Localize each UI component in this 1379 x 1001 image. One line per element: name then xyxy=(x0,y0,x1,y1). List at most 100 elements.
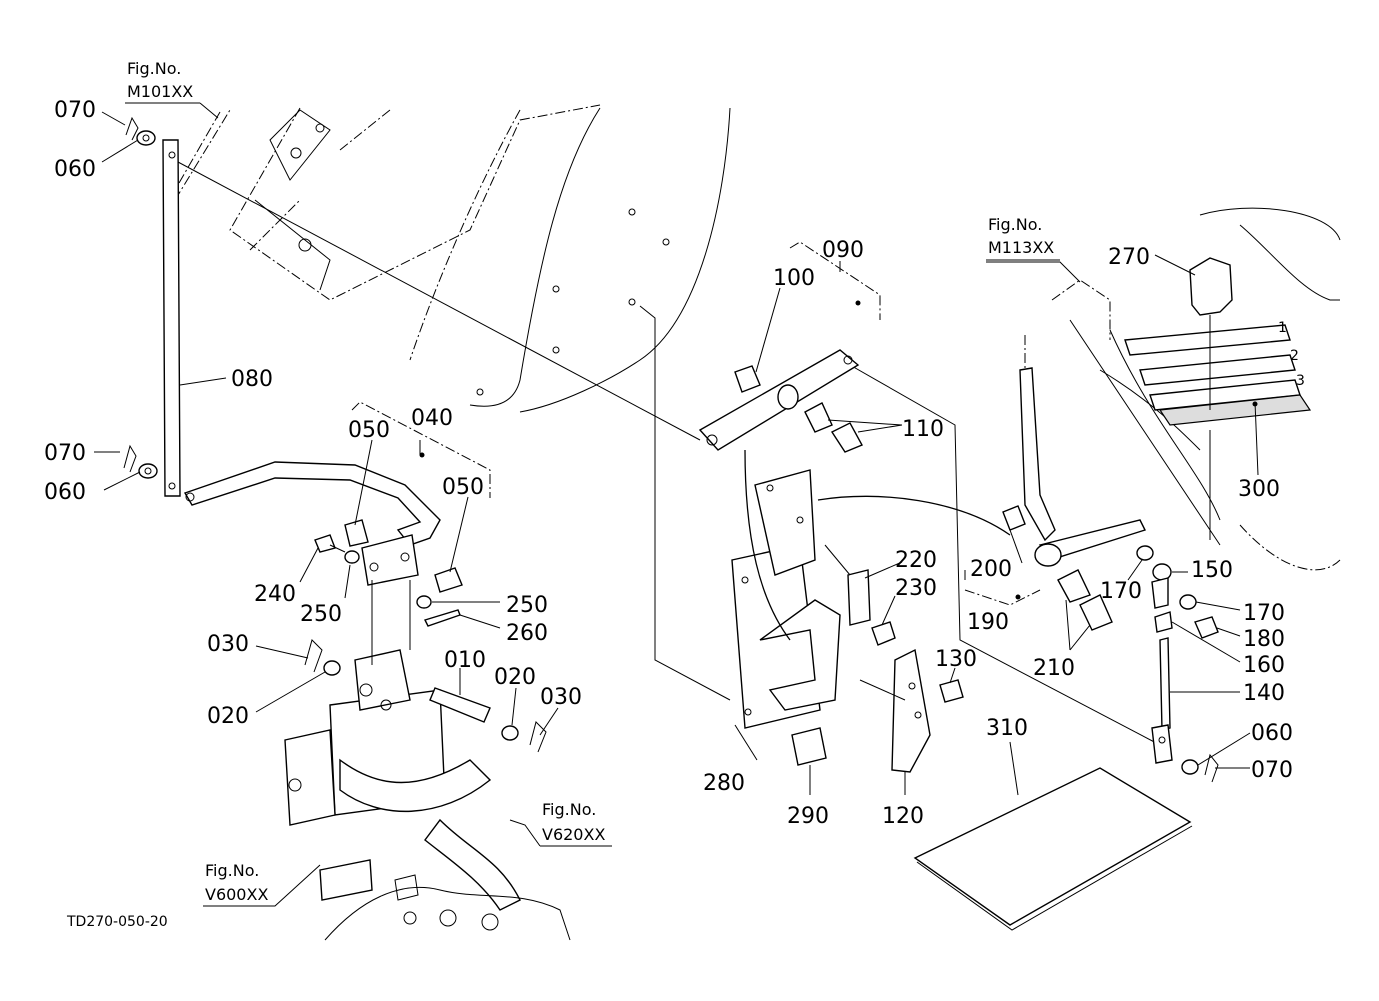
joint-150 xyxy=(1151,563,1172,609)
bracket-280 xyxy=(731,469,841,729)
bushing-210 xyxy=(1057,569,1113,631)
label-290: 290 xyxy=(787,804,829,829)
figref-m113-line1: Fig.No. xyxy=(988,215,1042,234)
label-020-left: 020 xyxy=(207,704,249,729)
washer-020-left xyxy=(323,660,341,676)
lever-040 xyxy=(183,461,441,546)
gear-mark-2: 2 xyxy=(1290,348,1299,364)
figref-m101: Fig.No. M101XX xyxy=(125,59,200,104)
washer-060-top xyxy=(136,130,156,146)
label-060-top: 060 xyxy=(54,157,96,182)
console-outline xyxy=(1051,207,1341,571)
label-200: 200 xyxy=(970,557,1012,582)
label-010: 010 xyxy=(444,648,486,673)
washer-020-right xyxy=(501,725,519,741)
figref-m101-line1: Fig.No. xyxy=(127,59,181,78)
knob-270 xyxy=(1189,257,1233,540)
bolt-240 xyxy=(314,534,346,553)
bolt-230 xyxy=(871,621,896,646)
gear-plate-300: 1 2 3 xyxy=(1124,320,1312,426)
label-310: 310 xyxy=(986,716,1028,741)
pin-030-right xyxy=(529,721,547,753)
leader-lines xyxy=(174,102,1161,746)
valve-assembly xyxy=(284,649,571,941)
plate-120 xyxy=(859,648,931,773)
gear-mark-1: 1 xyxy=(1278,320,1287,336)
valve-link-rods xyxy=(371,580,411,665)
label-040: 040 xyxy=(411,406,453,431)
label-250-right: 250 xyxy=(506,593,548,618)
pin-030-left xyxy=(304,639,323,673)
washer-060-bottom xyxy=(138,463,158,479)
label-220: 220 xyxy=(895,548,937,573)
label-060-right: 060 xyxy=(1251,721,1293,746)
label-060-bottom: 060 xyxy=(44,480,86,505)
rod-080 xyxy=(162,139,181,497)
label-300: 300 xyxy=(1238,477,1280,502)
figref-v600-line1: Fig.No. xyxy=(205,861,259,880)
label-070-bottom: 070 xyxy=(44,441,86,466)
pin-010 xyxy=(429,687,491,723)
washer-060-right xyxy=(1181,759,1199,775)
assembly-dots xyxy=(419,300,1258,600)
pin-070-right xyxy=(1204,753,1219,783)
diagram-code: TD270-050-20 xyxy=(66,914,168,930)
washer-170-left xyxy=(1136,545,1154,561)
label-150: 150 xyxy=(1191,558,1233,583)
washer-170-right xyxy=(1179,594,1197,610)
rod-140 xyxy=(1151,637,1173,764)
figref-v600: Fig.No. V600XX xyxy=(205,861,268,904)
bushing-050-left xyxy=(344,519,369,547)
label-250-left: 250 xyxy=(300,602,342,627)
figref-m113-line2: M113XX xyxy=(988,238,1054,257)
label-080: 080 xyxy=(231,367,273,392)
label-070-right: 070 xyxy=(1251,758,1293,783)
part-labels: 070 060 080 070 060 050 040 050 240 250 … xyxy=(44,98,1293,829)
bushing-110 xyxy=(777,384,863,453)
washer-250-right xyxy=(416,595,432,609)
label-110: 110 xyxy=(902,417,944,442)
washer-250-left xyxy=(344,550,360,564)
bolt-130 xyxy=(939,679,964,703)
label-210: 210 xyxy=(1033,656,1075,681)
fender-outline xyxy=(174,104,731,413)
label-240: 240 xyxy=(254,582,296,607)
label-270: 270 xyxy=(1108,245,1150,270)
pin-070-bottom xyxy=(123,444,137,473)
label-030-left: 030 xyxy=(207,632,249,657)
bolt-290 xyxy=(791,727,827,766)
pin-070-top xyxy=(125,116,139,141)
figref-v620: Fig.No. V620XX xyxy=(542,800,605,844)
label-280: 280 xyxy=(703,771,745,796)
label-leaders xyxy=(94,111,1259,907)
bushing-050-right xyxy=(434,567,463,593)
label-130: 130 xyxy=(935,647,977,672)
label-260: 260 xyxy=(506,621,548,646)
label-050-left: 050 xyxy=(348,418,390,443)
plate-220 xyxy=(824,544,871,626)
label-090: 090 xyxy=(822,238,864,263)
label-100: 100 xyxy=(773,266,815,291)
label-160: 160 xyxy=(1243,653,1285,678)
label-170-left: 170 xyxy=(1100,579,1142,604)
label-230: 230 xyxy=(895,576,937,601)
pin-260 xyxy=(424,609,461,627)
pin-100 xyxy=(734,365,761,393)
shift-lever xyxy=(1019,335,1146,567)
figref-v600-line2: V600XX xyxy=(205,885,268,904)
bracket-lever-040 xyxy=(361,534,419,586)
label-050-right: 050 xyxy=(442,475,484,500)
label-190: 190 xyxy=(967,610,1009,635)
label-070-top: 070 xyxy=(54,98,96,123)
label-030-right: 030 xyxy=(540,685,582,710)
nut-160 xyxy=(1154,611,1173,633)
cable xyxy=(744,449,1011,641)
figref-v620-line2: V620XX xyxy=(542,825,605,844)
manual-310 xyxy=(913,767,1193,931)
label-140: 140 xyxy=(1243,681,1285,706)
label-170-right: 170 xyxy=(1243,601,1285,626)
bolt-180 xyxy=(1194,616,1219,639)
label-180: 180 xyxy=(1243,627,1285,652)
figref-v620-line1: Fig.No. xyxy=(542,800,596,819)
